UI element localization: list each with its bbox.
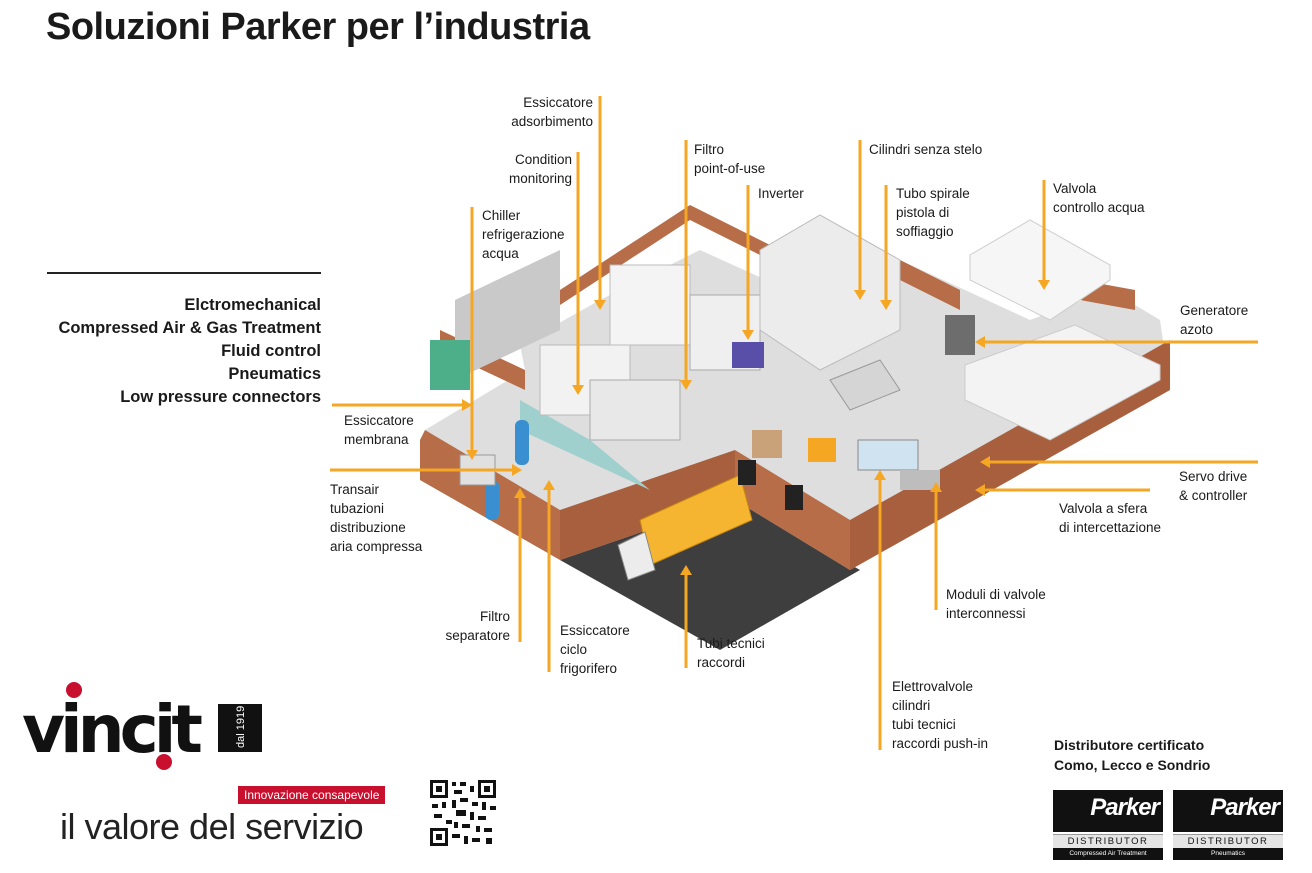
- brick-wall-back-1: [560, 205, 770, 305]
- vincit-wordmark: vincit: [22, 691, 202, 768]
- label-valvola-controllo-acqua: Valvola controllo acqua: [1053, 181, 1145, 215]
- callout-arrowheads: [462, 280, 1050, 575]
- room-lab: [964, 324, 1161, 441]
- conveyor: [900, 470, 940, 490]
- vincit-logo: vincit dal 1919: [22, 682, 262, 770]
- divider-line: [47, 272, 321, 274]
- cnc-machine: [829, 359, 901, 411]
- room-dryer-wall: [520, 400, 650, 490]
- label-tubo-spirale: Tubo spirale pistola di soffiaggio: [896, 186, 970, 239]
- parker-logo-sub: Compressed Air Treatment: [1053, 848, 1163, 860]
- label-servo-drive: Servo drive & controller: [1179, 469, 1248, 503]
- parker-logo-compressed-air: Parker DISTRIBUTOR Compressed Air Treatm…: [1053, 790, 1163, 860]
- parker-wordmark: Parker: [1090, 794, 1160, 821]
- logo-red-dot-top: [66, 682, 82, 698]
- forklift: [808, 438, 836, 462]
- label-essiccatore-membrana: Essiccatore membrana: [344, 413, 414, 447]
- label-generatore-azoto: Generatore azoto: [1180, 303, 1249, 337]
- distributor-line-1: Distributore certificato: [1054, 737, 1205, 753]
- category-item: Pneumatics: [228, 365, 321, 383]
- label-cilindri-senza-stelo: Cilindri senza stelo: [869, 142, 983, 157]
- label-filtro-pou: Filtro point-of-use: [694, 142, 766, 176]
- category-list: Elctromechanical Compressed Air & Gas Tr…: [58, 294, 321, 409]
- parker-logo-sub: Pneumatics: [1173, 848, 1283, 860]
- label-tubi-tecnici: Tubi tecnici raccordi: [697, 636, 765, 670]
- room-cylinders: [759, 214, 901, 371]
- truck-cab: [617, 531, 656, 581]
- category-item: Elctromechanical: [184, 296, 321, 314]
- page-title: Soluzioni Parker per l’industria: [46, 6, 590, 48]
- parker-distributor-word: DISTRIBUTOR: [1053, 834, 1163, 849]
- brick-wall-front-mid: [560, 450, 735, 560]
- clean-room-2: [609, 264, 691, 346]
- label-essiccatore-adsorbimento: Essiccatore adsorbimento: [511, 95, 593, 129]
- label-condition-monitoring: Condition monitoring: [508, 152, 572, 186]
- blue-tank-2: [485, 480, 499, 520]
- pallet-boxes: [752, 430, 782, 458]
- blue-tank-1: [515, 420, 529, 465]
- machine-box-1: [589, 379, 681, 441]
- inverter-machine: [732, 342, 764, 368]
- since-text: dal 1919: [235, 706, 247, 748]
- label-moduli-valvole: Moduli di valvole interconnessi: [946, 587, 1046, 621]
- category-item: Compressed Air & Gas Treatment: [58, 319, 321, 337]
- dock-door-2: [785, 485, 803, 510]
- label-transair: Transair tubazioni distribuzione aria co…: [330, 482, 423, 554]
- tagline: il valore del servizio: [60, 806, 364, 847]
- parker-wordmark: Parker: [1210, 794, 1280, 821]
- control-table: [857, 439, 919, 471]
- distributor-line-2: Como, Lecco e Sondrio: [1054, 757, 1211, 773]
- category-item: Low pressure connectors: [120, 388, 321, 406]
- label-elettrovalvole: Elettrovalvole cilindri tubi tecnici rac…: [892, 679, 989, 751]
- label-inverter: Inverter: [758, 186, 804, 201]
- distributor-text: Distributore certificato Como, Lecco e S…: [1054, 735, 1210, 775]
- parker-distributor-word: DISTRIBUTOR: [1173, 834, 1283, 849]
- label-filtro-separatore: Filtro separatore: [445, 609, 510, 643]
- logo-red-dot-bottom: [156, 754, 172, 770]
- membrane-unit: [430, 340, 470, 390]
- nitrogen-generator: [945, 315, 975, 355]
- parker-logo-pneumatics: Parker DISTRIBUTOR Pneumatics: [1173, 790, 1283, 860]
- innovation-badge: Innovazione consapevole: [238, 786, 386, 804]
- category-item: Fluid control: [221, 342, 321, 360]
- label-valvola-sfera: Valvola a sfera di intercettazione: [1059, 501, 1162, 535]
- since-block: [218, 704, 262, 752]
- label-essiccatore-ciclo: Essiccatore ciclo frigorifero: [560, 623, 630, 676]
- label-chiller: Chiller refrigerazione acqua: [482, 208, 565, 261]
- callout-lines: [330, 96, 1258, 750]
- dock-door-1: [738, 460, 756, 485]
- qr-code[interactable]: [430, 780, 496, 846]
- room-air-treatment: [455, 250, 560, 380]
- room-office: [969, 219, 1111, 321]
